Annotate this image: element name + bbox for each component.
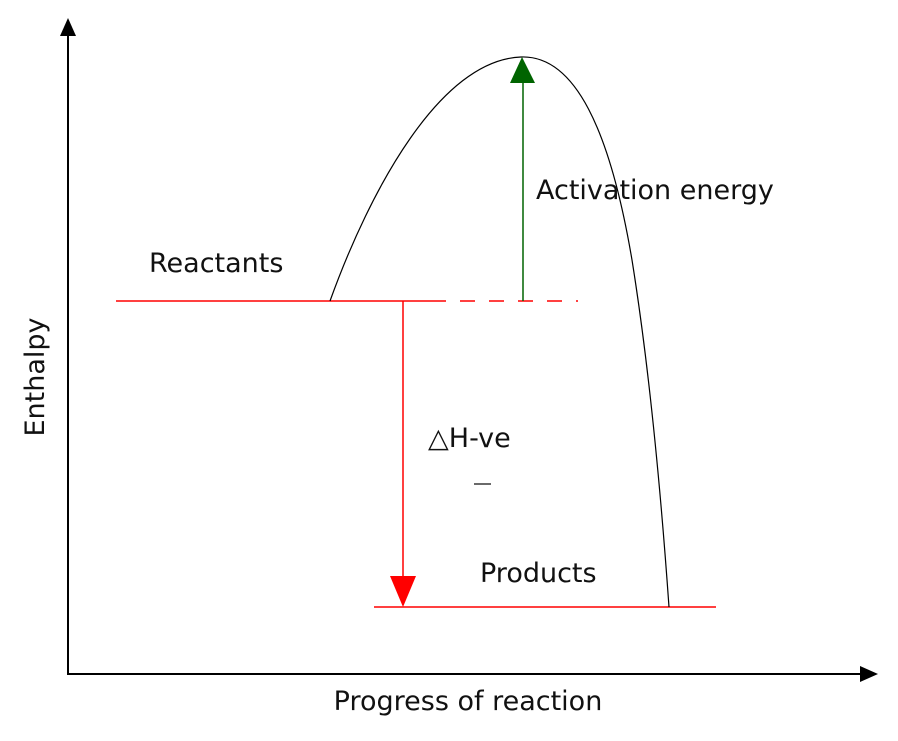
reactants-label: Reactants (149, 248, 283, 279)
x-axis (67, 666, 878, 682)
products-label: Products (480, 558, 597, 589)
activation-arrowhead-icon (510, 57, 535, 83)
enthalpy-change-arrow (390, 301, 416, 607)
activation-energy-arrow (510, 57, 535, 301)
y-axis-arrow-icon (60, 18, 76, 36)
y-axis (60, 18, 76, 674)
x-axis-arrow-icon (860, 666, 878, 682)
activation-energy-label: Activation energy (536, 175, 774, 206)
y-axis-label: Enthalpy (20, 317, 51, 436)
enthalpy-change-label: △H-ve (428, 423, 511, 454)
enthalpy-arrowhead-icon (390, 576, 416, 607)
x-axis-label: Progress of reaction (334, 686, 603, 717)
reaction-energy-curve (329, 56, 670, 608)
